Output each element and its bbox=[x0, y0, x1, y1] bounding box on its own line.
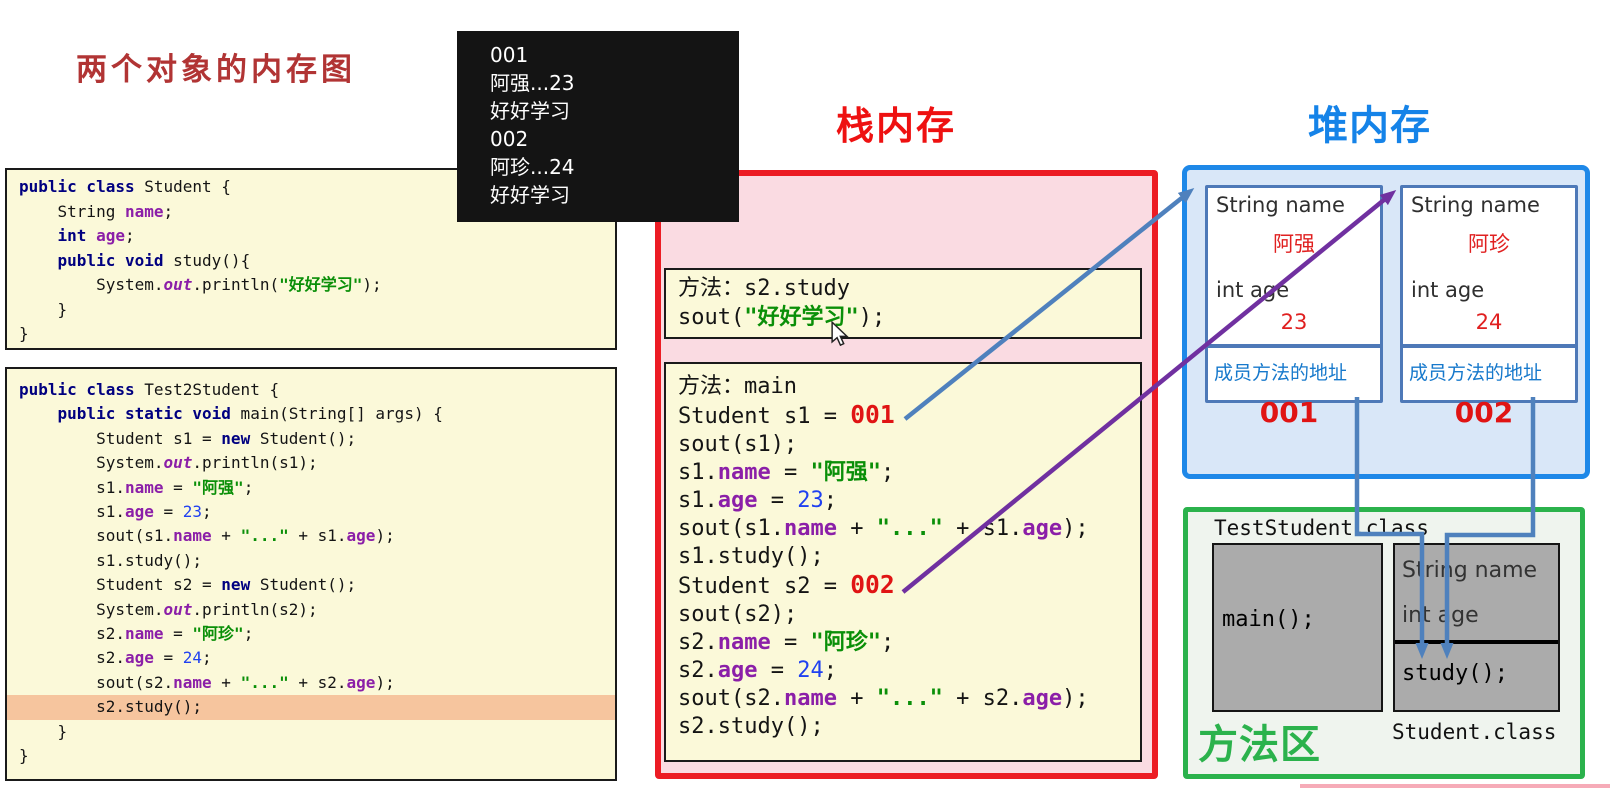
code-line: s1.study(); bbox=[19, 550, 203, 570]
code-line: s2.study(); bbox=[678, 714, 824, 739]
main-method-label: main(); bbox=[1222, 607, 1315, 632]
method-area-box: TestStudent.class main(); String name in… bbox=[1183, 507, 1585, 779]
object-value-age: 24 bbox=[1475, 310, 1503, 334]
console-line: 阿强...23 bbox=[490, 71, 575, 95]
mouse-cursor bbox=[831, 321, 849, 347]
code-line: Student s2 = new Student(); bbox=[19, 575, 357, 595]
code-line: s1.age = 23; bbox=[678, 488, 837, 513]
code-line: System.out.println("好好学习"); bbox=[19, 275, 382, 294]
code-line: 方法：main bbox=[678, 374, 797, 399]
console-line: 好好学习 bbox=[490, 99, 570, 123]
object-value-name: 阿强 bbox=[1273, 232, 1315, 256]
student-class-label: Student.class bbox=[1392, 720, 1557, 744]
code-line: 方法：s2.study bbox=[678, 276, 850, 301]
teststudent-class-label: TestStudent.class bbox=[1214, 516, 1429, 540]
code-line: public class Test2Student { bbox=[19, 380, 280, 399]
student-field-name: String name bbox=[1402, 558, 1538, 583]
code-line: Student s1 = new Student(); bbox=[19, 428, 357, 448]
study-method-label: study(); bbox=[1402, 661, 1508, 686]
code-line: } bbox=[19, 299, 68, 319]
object-field-name: String name bbox=[1216, 193, 1345, 217]
heap-object-001: String name 阿强 int age 23 成员方法的地址 bbox=[1205, 185, 1383, 403]
code-line: s2.study(); bbox=[7, 695, 615, 720]
member-method-address-label: 成员方法的地址 bbox=[1403, 344, 1575, 400]
console-line: 阿珍...24 bbox=[490, 155, 575, 179]
stack-frame-s2-study: 方法：s2.study sout("好好学习"); bbox=[664, 268, 1142, 339]
bottom-pink-strip bbox=[1300, 784, 1610, 788]
method-area-label: 方法区 bbox=[1198, 722, 1321, 768]
code-line: sout(s2); bbox=[678, 602, 798, 627]
code-line: sout(s1.name + "..." + s1.age); bbox=[678, 516, 1089, 541]
code-line: String name; bbox=[19, 201, 174, 221]
heap-memory-box: String name 阿强 int age 23 成员方法的地址 String… bbox=[1182, 165, 1590, 479]
test2student-class-code-box: public class Test2Student { public stati… bbox=[5, 367, 617, 781]
console-line: 001 bbox=[490, 43, 529, 67]
member-method-address-label: 成员方法的地址 bbox=[1208, 344, 1380, 400]
code-line: public static void main(String[] args) { bbox=[57, 404, 443, 424]
code-line: public class Student { bbox=[19, 177, 231, 196]
object-field-age: int age bbox=[1411, 278, 1485, 302]
code-line: s2.name = "阿珍"; bbox=[19, 624, 254, 644]
code-line: sout(s1); bbox=[678, 432, 798, 457]
code-line: s1.name = "阿强"; bbox=[19, 477, 254, 497]
cell-divider bbox=[1395, 640, 1558, 644]
object-value-age: 23 bbox=[1280, 310, 1308, 334]
code-line: } bbox=[19, 746, 29, 766]
console-output: 001 阿强...23 好好学习 002 阿珍...24 好好学习 bbox=[457, 31, 739, 222]
code-line: Student s1 = 001 bbox=[678, 400, 895, 430]
code-line: public void study(){ bbox=[57, 250, 251, 270]
student-class-cell: String name int age study(); bbox=[1393, 543, 1560, 712]
object-value-name: 阿珍 bbox=[1468, 232, 1510, 256]
code-line: sout("好好学习"); bbox=[678, 305, 886, 330]
console-line: 好好学习 bbox=[490, 183, 570, 207]
code-line: s2.age = 24; bbox=[678, 658, 837, 683]
code-line: System.out.println(s2); bbox=[19, 599, 318, 619]
code-line: s2.name = "阿珍"; bbox=[678, 630, 895, 655]
object-field-age: int age bbox=[1216, 278, 1290, 302]
code-line: s1.name = "阿强"; bbox=[678, 460, 895, 485]
heap-address-001: 001 bbox=[1259, 396, 1319, 429]
code-line: System.out.println(s1); bbox=[19, 453, 318, 473]
code-line: int age; bbox=[57, 226, 135, 245]
code-line: sout(s2.name + "..." + s2.age); bbox=[678, 686, 1089, 711]
code-line: Student s2 = 002 bbox=[678, 570, 895, 600]
code-line: } bbox=[19, 324, 29, 343]
code-line: sout(s2.name + "..." + s2.age); bbox=[19, 672, 395, 692]
code-line: sout(s1.name + "..." + s1.age); bbox=[19, 526, 395, 546]
teststudent-class-cell: main(); bbox=[1212, 543, 1383, 712]
code-line: } bbox=[19, 721, 68, 741]
code-line: s2.age = 24; bbox=[19, 648, 212, 668]
heap-address-002: 002 bbox=[1454, 396, 1514, 429]
stack-memory-title: 栈内存 bbox=[836, 104, 957, 148]
code-line: s1.age = 23; bbox=[19, 502, 212, 522]
object-field-name: String name bbox=[1411, 193, 1540, 217]
student-field-age: int age bbox=[1402, 603, 1479, 628]
heap-memory-title: 堆内存 bbox=[1308, 103, 1431, 149]
page-title: 两个对象的内存图 bbox=[76, 52, 356, 88]
code-line: s1.study(); bbox=[678, 544, 824, 569]
console-line: 002 bbox=[490, 127, 529, 151]
heap-object-002: String name 阿珍 int age 24 成员方法的地址 bbox=[1400, 185, 1578, 403]
